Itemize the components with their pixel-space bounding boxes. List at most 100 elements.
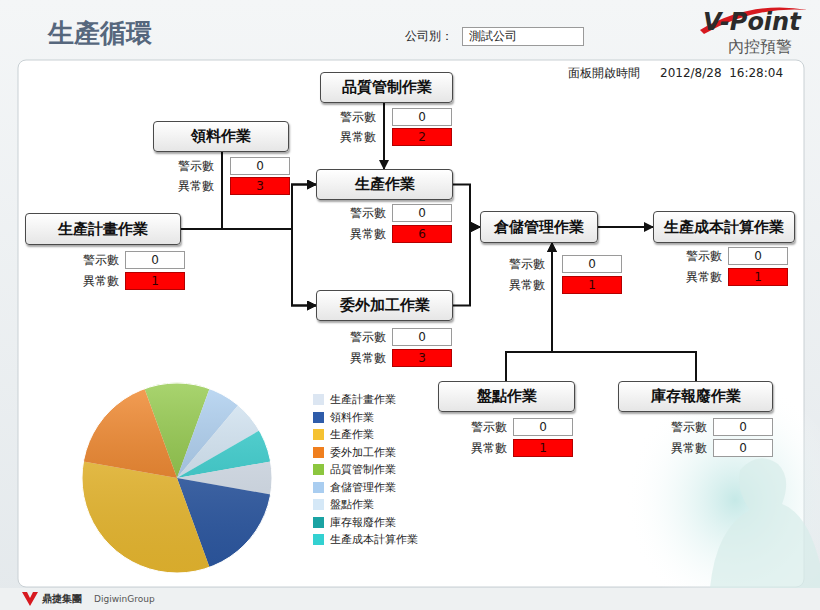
legend-text: 領料作業	[330, 410, 374, 425]
node-text: 生產成本計算作業	[664, 218, 784, 237]
alert-count-cell: 2	[392, 128, 452, 146]
pie-chart	[82, 383, 272, 573]
count-label: 警示數	[662, 249, 722, 263]
legend-swatch	[313, 412, 324, 423]
process-box: 品質管制作業	[320, 72, 453, 103]
legend-swatch	[313, 464, 324, 475]
count-label: 異常數	[447, 441, 507, 455]
count-label: 異常數	[316, 130, 376, 144]
flow-arrow	[552, 243, 696, 381]
count-cell: 0	[728, 247, 788, 265]
field-label: 公司別：	[405, 29, 453, 43]
count-label: 異常數	[485, 278, 545, 292]
node-text: 2	[418, 130, 426, 144]
process-box: 生產作業	[316, 169, 453, 200]
node-text: 3	[418, 351, 426, 365]
alert-count-cell: 3	[230, 177, 290, 195]
node-text: 領料作業	[191, 127, 251, 146]
flow-arrow	[453, 185, 480, 228]
count-label: 異常數	[662, 270, 722, 284]
brand-mark	[22, 592, 38, 606]
node-text: 0	[739, 441, 747, 455]
count-label: 警示數	[154, 159, 214, 173]
pie-shade	[82, 383, 272, 573]
count-cell: 0	[562, 255, 622, 273]
node-text: 0	[256, 159, 264, 173]
legend-text: 庫存報廢作業	[330, 515, 396, 530]
figure-silhouette	[710, 458, 820, 588]
legend-row: 倉儲管理作業	[313, 479, 418, 497]
count-label: 警示數	[647, 420, 707, 434]
legend-row: 生產成本計算作業	[313, 531, 418, 549]
legend-text: 委外加工作業	[330, 445, 396, 460]
alert-count-cell: 6	[392, 225, 452, 243]
node-text: 生產計畫作業	[58, 220, 148, 239]
count-label: 警示數	[59, 253, 119, 267]
legend-swatch	[313, 429, 324, 440]
count-label: 異常數	[154, 179, 214, 193]
node-text: 測試公司	[469, 28, 517, 45]
alert-count-cell: 3	[392, 349, 452, 367]
flow-arrow	[598, 226, 653, 228]
legend-row: 生產計畫作業	[313, 391, 418, 409]
node-text: 1	[754, 270, 762, 284]
process-box: 委外加工作業	[316, 290, 453, 321]
legend-text: 品質管制作業	[330, 462, 396, 477]
node-text: 6	[418, 227, 426, 241]
legend-row: 生產作業	[313, 426, 418, 444]
node-text: 0	[739, 420, 747, 434]
legend: 生產計畫作業領料作業生產作業委外加工作業品質管制作業倉儲管理作業盤點作業庫存報廢…	[313, 391, 418, 549]
alert-count-cell: 1	[513, 439, 573, 457]
flow-arrow	[383, 103, 385, 169]
node-text: 1	[539, 441, 547, 455]
legend-swatch	[313, 534, 324, 545]
count-label: 警示數	[326, 206, 386, 220]
node-text: 0	[418, 330, 426, 344]
count-cell: 0	[392, 108, 452, 126]
flow-arrow	[222, 152, 316, 306]
node-text: 0	[418, 206, 426, 220]
count-label: 警示數	[447, 420, 507, 434]
node-text: 生產作業	[355, 175, 415, 194]
node-text: 盤點作業	[477, 387, 537, 406]
count-label: 警示數	[326, 330, 386, 344]
legend-text: 生產計畫作業	[330, 392, 396, 407]
alert-count-cell: 1	[728, 268, 788, 286]
count-label: 異常數	[647, 441, 707, 455]
node-text: 3	[256, 179, 264, 193]
count-label: 警示數	[485, 257, 545, 271]
footer-brand: 鼎捷集團	[42, 593, 82, 605]
node-text: 0	[539, 420, 547, 434]
brand-subtitle: 內控預警	[728, 38, 792, 56]
count-cell: 0	[713, 418, 773, 436]
node-text: 0	[151, 253, 159, 267]
legend-row: 品質管制作業	[313, 461, 418, 479]
process-box: 生產計畫作業	[25, 213, 181, 245]
flow-arrow	[453, 227, 480, 306]
count-label: 異常數	[326, 227, 386, 241]
node-text: 倉儲管理作業	[494, 218, 584, 237]
count-cell: 0	[392, 328, 452, 346]
node-text: 委外加工作業	[340, 296, 430, 315]
legend-row: 盤點作業	[313, 496, 418, 514]
count-label: 異常數	[59, 274, 119, 288]
node-text: 0	[588, 257, 596, 271]
legend-text: 盤點作業	[330, 497, 374, 512]
legend-swatch	[313, 499, 324, 510]
legend-row: 庫存報廢作業	[313, 514, 418, 532]
process-box: 盤點作業	[438, 381, 575, 412]
count-cell: 0	[713, 439, 773, 457]
timestamp-value: 2012/8/28 16:28:04	[660, 66, 783, 80]
node-text: 0	[418, 110, 426, 124]
company-field: 測試公司	[462, 27, 584, 46]
brand-logo: V-Point	[703, 8, 801, 36]
page-title: 生產循環	[48, 16, 152, 51]
count-label: 異常數	[326, 351, 386, 365]
flow-arrow	[222, 152, 316, 229]
alert-count-cell: 1	[562, 276, 622, 294]
legend-swatch	[313, 482, 324, 493]
process-box: 倉儲管理作業	[480, 211, 598, 243]
legend-swatch	[313, 447, 324, 458]
process-box: 生產成本計算作業	[653, 211, 795, 243]
process-box: 領料作業	[153, 121, 289, 152]
